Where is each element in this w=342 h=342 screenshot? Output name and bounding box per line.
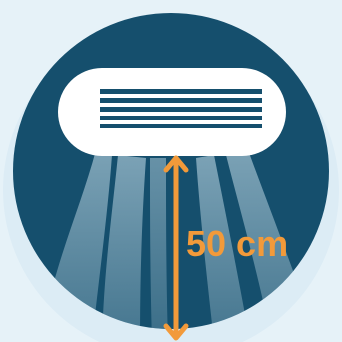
distance-label: 50 cm [186,222,288,266]
air-conditioner-icon [58,68,286,156]
